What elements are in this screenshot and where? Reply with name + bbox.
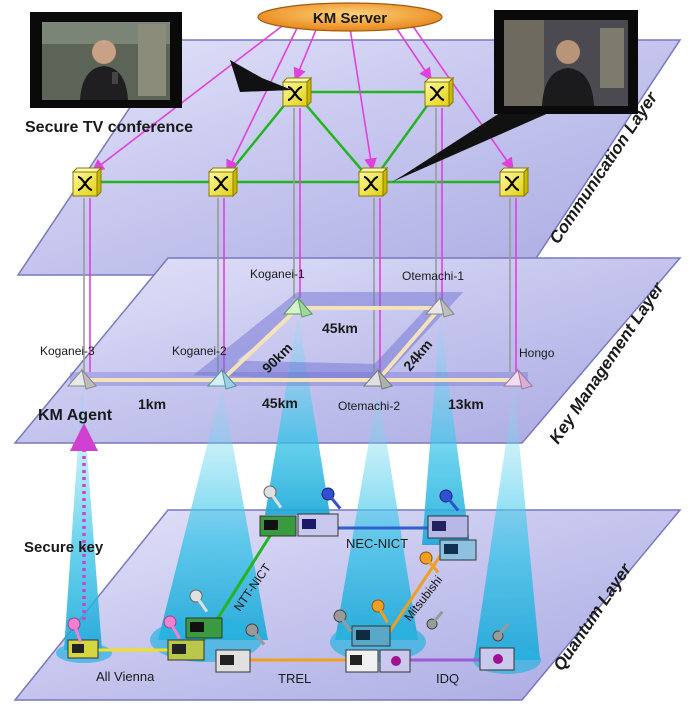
beam-otemachi2 [335, 388, 418, 640]
link-label-idq: IDQ [436, 671, 459, 686]
quantum-devices [67, 513, 515, 673]
qkd-device-koganei1b[interactable] [297, 513, 339, 537]
km-node-koganei2[interactable] [206, 368, 238, 390]
key-icon [419, 551, 440, 574]
qkd-device-koganei3[interactable] [67, 639, 99, 659]
km-node-otemachi1[interactable] [424, 296, 456, 318]
qkd-device-koganei1a[interactable] [259, 515, 297, 537]
link-label-trel: TREL [278, 671, 311, 686]
switch-cross-icon [287, 86, 303, 101]
key-icon [371, 599, 389, 624]
beam-hongo [474, 388, 540, 660]
qkd-device-otemachi1b[interactable] [439, 539, 477, 561]
km-nodes [66, 296, 534, 390]
comm-switches [71, 76, 530, 198]
distance-45km-top: 45km [322, 320, 358, 336]
qkd-device-koganei2c[interactable] [215, 649, 251, 673]
server-arrows [91, 19, 514, 173]
switch-hongo[interactable] [498, 166, 530, 198]
video-screen-left[interactable] [30, 12, 182, 108]
km-label-koganei3: Koganei-3 [40, 344, 95, 358]
qkd-device-koganei2b[interactable] [185, 617, 223, 639]
video-screen-right[interactable] [494, 10, 638, 114]
left-screen-pointer [230, 60, 292, 92]
qkd-device-hongo[interactable] [479, 647, 515, 671]
link-label-nec-nict: NEC-NICT [346, 536, 408, 551]
key-icon [263, 485, 283, 509]
switch-koganei1[interactable] [281, 76, 313, 108]
beam-otemachi1 [422, 318, 470, 545]
qkd-device-otemachi2c[interactable] [379, 649, 411, 673]
switch-cross-icon [363, 176, 379, 191]
km-label-otemachi2: Otemachi-2 [338, 399, 400, 413]
person-head-icon [556, 40, 580, 64]
switch-cross-icon [429, 86, 445, 101]
secure-key-label: Secure key [24, 539, 104, 556]
switch-otemachi2[interactable] [357, 166, 389, 198]
switch-cross-icon [213, 176, 229, 191]
key-icons [67, 485, 510, 646]
qkd-device-koganei2a[interactable] [167, 639, 205, 661]
beam-koganei1 [265, 315, 330, 515]
key-icon [321, 487, 342, 510]
km-node-koganei1[interactable] [282, 296, 314, 318]
key-icon [439, 489, 460, 512]
km-node-otemachi2[interactable] [362, 368, 394, 390]
key-icon [163, 615, 181, 640]
qkd-device-otemachi2b[interactable] [345, 649, 379, 673]
km-server-label: KM Server [313, 10, 387, 27]
switch-cross-icon [77, 176, 93, 191]
km-node-hongo[interactable] [502, 368, 534, 390]
inter-layer-links [83, 108, 517, 372]
link-label-all-vienna: All Vienna [96, 669, 155, 684]
switch-koganei3[interactable] [71, 166, 103, 198]
person-head-icon [92, 40, 116, 64]
key-icon [333, 609, 353, 633]
km-label-koganei1: Koganei-1 [250, 267, 305, 281]
km-label-koganei2: Koganei-2 [172, 344, 227, 358]
switch-otemachi1[interactable] [423, 76, 455, 108]
key-icon [245, 623, 266, 646]
right-screen-pointer [392, 100, 560, 182]
km-links [82, 306, 520, 382]
switch-cross-icon [504, 176, 520, 191]
beam-koganei2 [158, 386, 268, 640]
switch-koganei2[interactable] [207, 166, 239, 198]
km-node-koganei3[interactable] [66, 368, 98, 390]
conference-label: Secure TV conference [25, 119, 193, 136]
km-ring-glow [192, 292, 464, 381]
key-icon [189, 589, 209, 613]
distance-1km: 1km [138, 396, 166, 412]
qkd-device-otemachi1a[interactable] [427, 515, 469, 539]
key-icon [426, 610, 444, 630]
distance-45km-bottom: 45km [262, 395, 298, 411]
km-server[interactable] [257, 2, 443, 32]
key-icon [492, 622, 510, 642]
km-label-hongo: Hongo [519, 346, 555, 360]
km-label-otemachi1: Otemachi-1 [402, 269, 464, 283]
distance-13km: 13km [448, 396, 484, 412]
key-icon [67, 617, 82, 643]
link-mitsubishi [382, 555, 442, 641]
qkd-device-otemachi2a[interactable] [351, 625, 391, 647]
beam-koganei3 [64, 385, 102, 650]
person-body-icon [542, 68, 594, 106]
km-agent-label: KM Agent [38, 407, 113, 424]
